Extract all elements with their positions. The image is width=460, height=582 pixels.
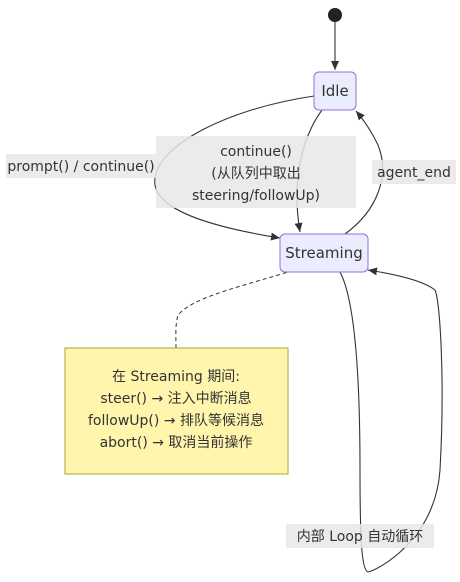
transition-label-prompt-continue: prompt() / continue(): [7, 159, 154, 175]
state-idle-label: Idle: [321, 82, 348, 100]
edge-inner-loop: [339, 267, 443, 573]
transition-label-continue-steering: steering/followUp): [192, 188, 320, 204]
transition-label-agent-end: agent_end: [377, 165, 451, 181]
transition-label-inner-loop: 内部 Loop 自动循环: [297, 529, 423, 545]
label-bg-inner-loop: [286, 524, 434, 548]
transition-label-continue: continue(): [220, 144, 292, 160]
note-line-followup: followUp() → 排队等候消息: [88, 412, 264, 429]
note-line-abort: abort() → 取消当前操作: [100, 434, 253, 451]
label-bg-prompt-continue: [6, 154, 156, 178]
note-line-steer: steer() → 注入中断消息: [100, 390, 251, 407]
state-idle[interactable]: [313, 71, 357, 111]
streaming-note: [64, 347, 289, 475]
note-connector: [175, 267, 301, 349]
edge-agent-end: [344, 110, 384, 235]
state-streaming[interactable]: [279, 233, 369, 273]
label-bg-agent-end: [372, 160, 456, 184]
start-node: [328, 8, 342, 22]
label-bg-continue-queue: [156, 136, 356, 208]
note-title: 在 Streaming 期间:: [112, 369, 240, 385]
transition-label-continue-queue: (从队列中取出: [211, 166, 300, 182]
state-streaming-label: Streaming: [285, 244, 362, 262]
edge-prompt-continue: [154, 95, 315, 241]
